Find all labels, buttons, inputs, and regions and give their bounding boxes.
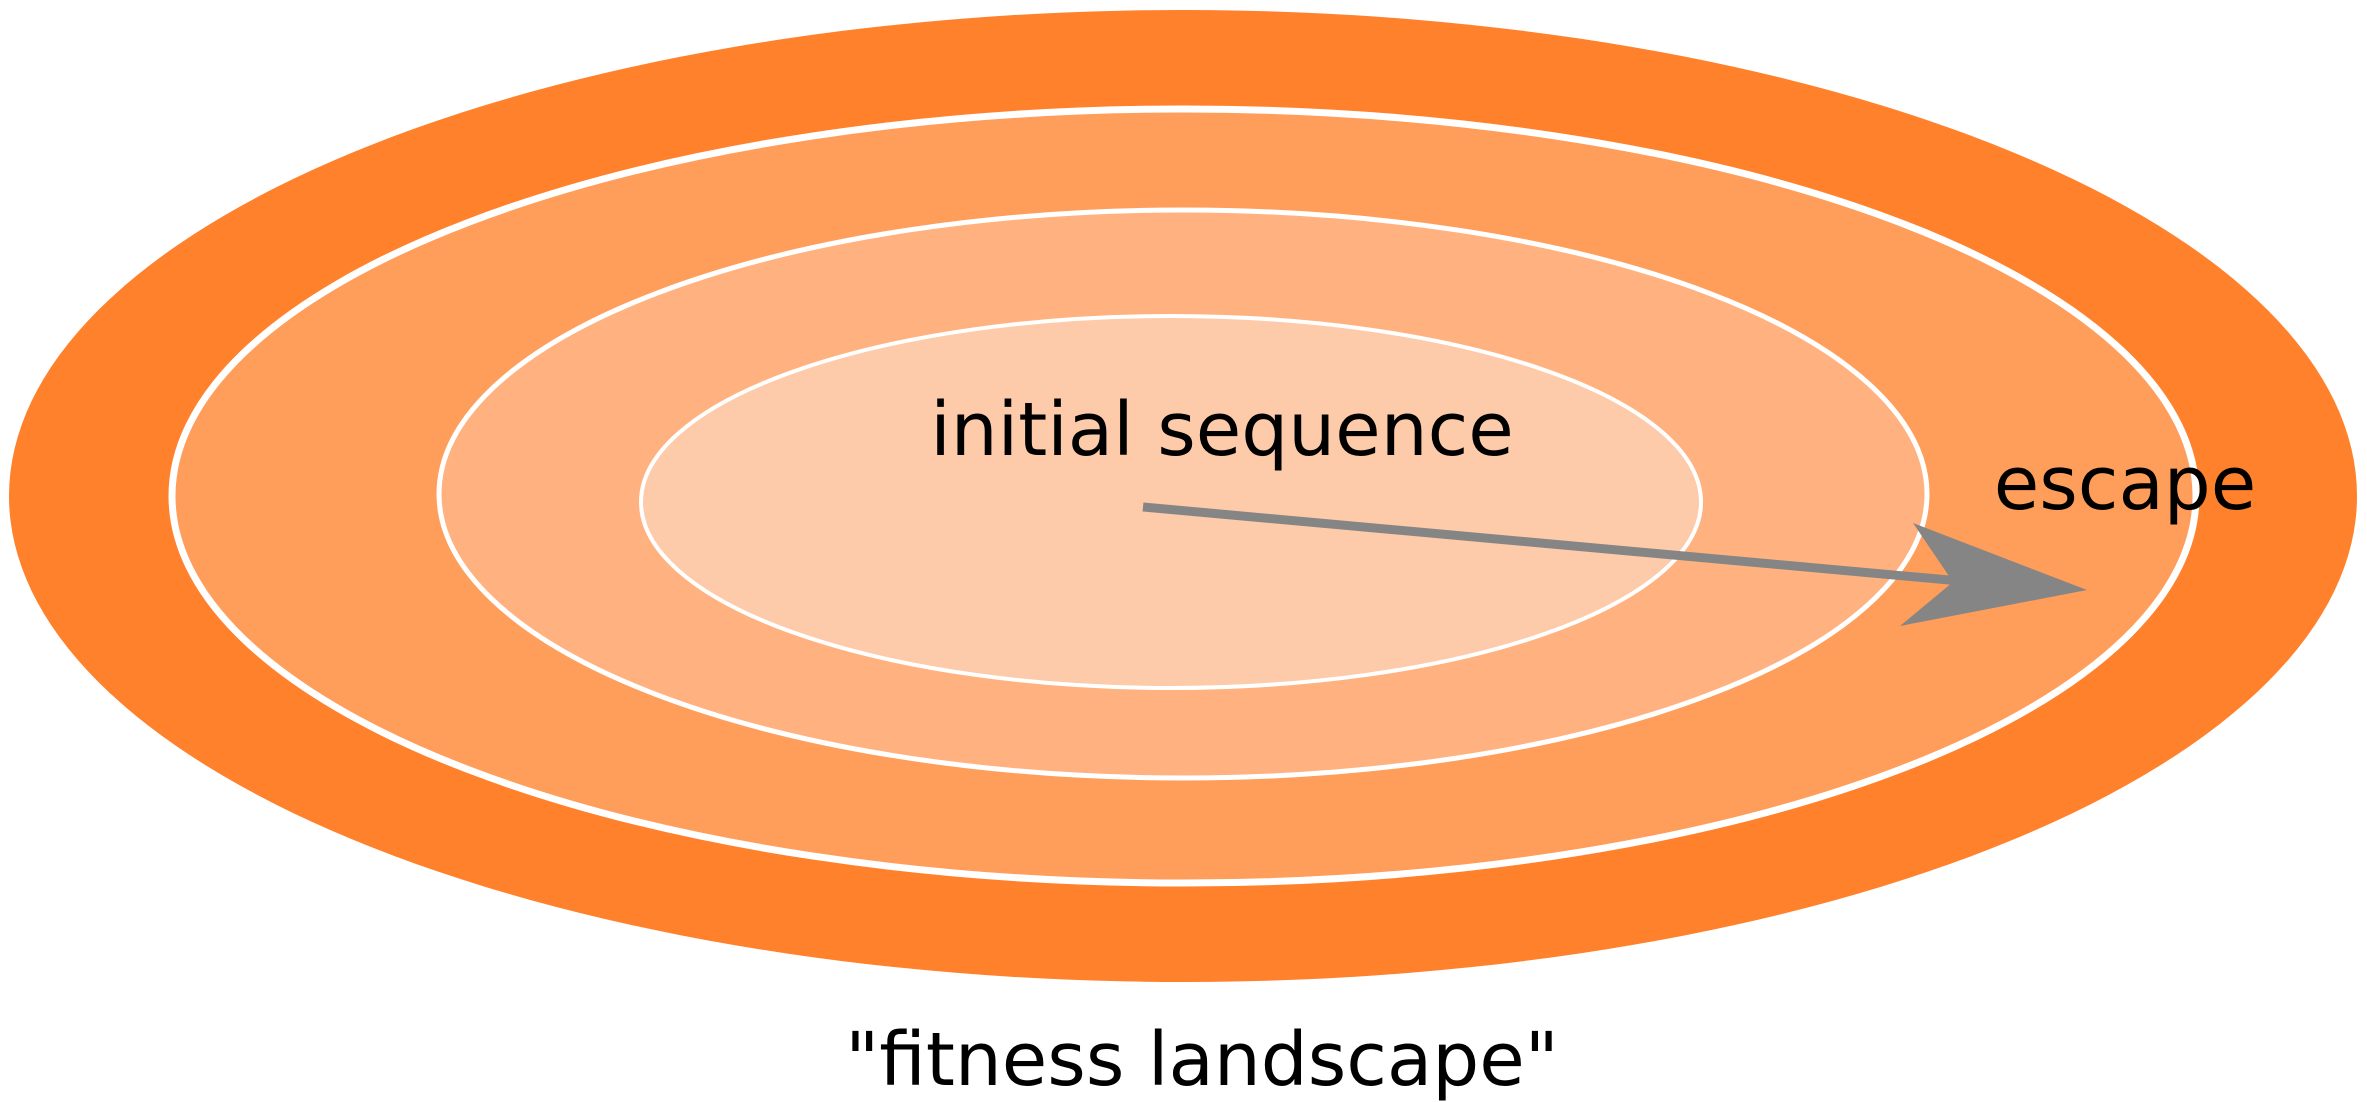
initial-sequence-label: initial sequence [930,387,1514,473]
escape-label: escape [1994,441,2257,527]
escape-arrow-shaft [1142,502,1961,586]
fitness-landscape-caption: "fitness landscape" [845,1017,1559,1102]
escape-arrow-head [1900,523,2087,626]
landscape-ring-inner [639,314,1703,690]
